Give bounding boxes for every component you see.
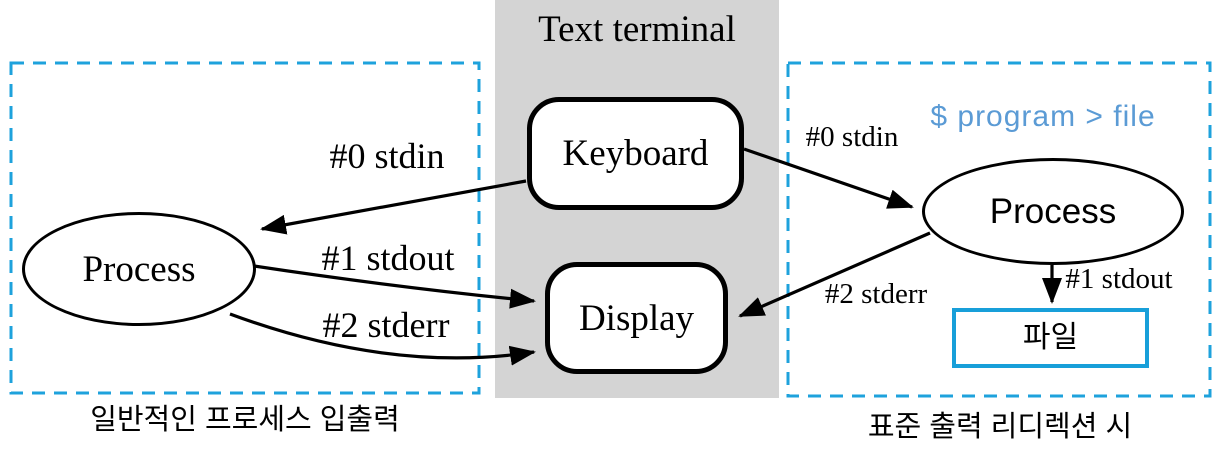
left-caption: 일반적인 프로세스 입출력 xyxy=(90,404,400,436)
display-node: Display xyxy=(545,262,728,374)
file-node: 파일 xyxy=(952,308,1149,368)
arrow-stderr-right xyxy=(738,231,931,318)
label-stdout-right: #1 stdout xyxy=(1065,263,1173,295)
left-region-border xyxy=(9,61,481,395)
arrow-stdin-right xyxy=(743,147,914,209)
label-stderr-left: #2 stderr xyxy=(322,305,450,345)
label-stdout-left: #1 stdout xyxy=(321,238,455,278)
terminal-title: Text terminal xyxy=(538,9,736,50)
command-text: $ program > file xyxy=(930,100,1156,133)
right-region-border xyxy=(786,61,1212,398)
right-process-label: Process xyxy=(989,192,1117,231)
left-process-node: Process xyxy=(22,212,256,326)
arrow-stderr-left xyxy=(229,312,536,366)
keyboard-label: Keyboard xyxy=(562,133,709,174)
arrow-stdout-left xyxy=(253,264,536,309)
right-process-node: Process xyxy=(922,158,1184,265)
label-stdin-left: #0 stdin xyxy=(329,136,445,176)
file-label: 파일 xyxy=(1022,321,1079,354)
display-label: Display xyxy=(578,297,695,339)
left-process-label: Process xyxy=(82,248,196,290)
keyboard-node: Keyboard xyxy=(527,97,744,210)
label-stdin-right: #0 stdin xyxy=(805,121,899,153)
arrow-stdin-left xyxy=(260,179,527,235)
label-stderr-right: #2 stderr xyxy=(824,278,928,310)
right-caption: 표준 출력 리디렉션 시 xyxy=(867,411,1133,443)
